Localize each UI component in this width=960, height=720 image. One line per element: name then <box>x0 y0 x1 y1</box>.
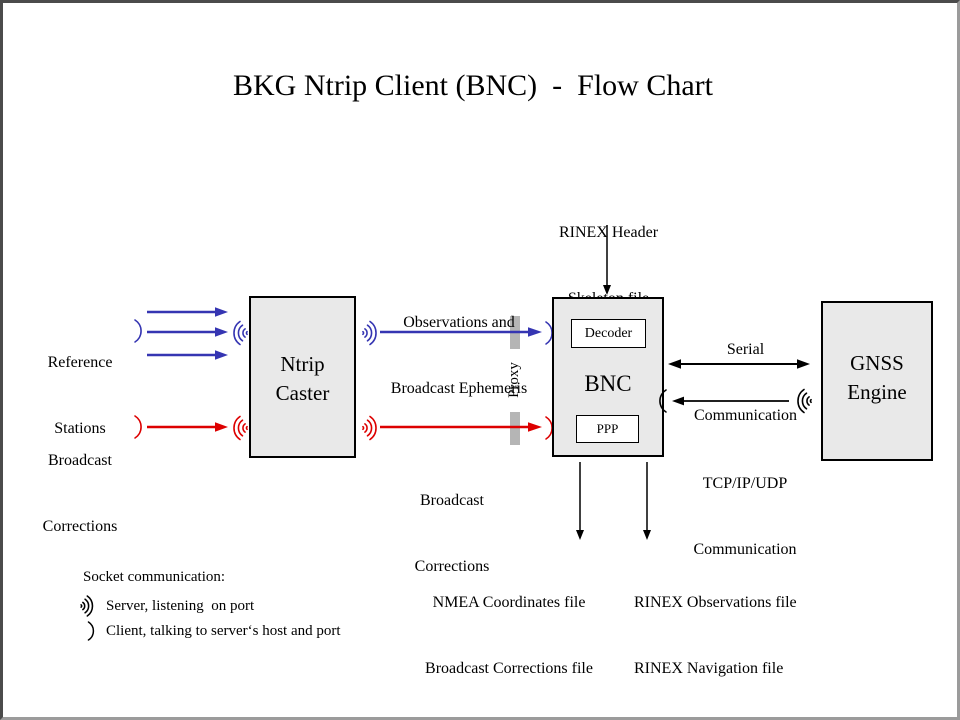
server-listening-icon <box>361 413 383 443</box>
label-tcp-communication: TCP/IP/UDP Communication <box>665 429 825 605</box>
client-talking-icon <box>86 619 95 643</box>
server-listening-icon <box>361 318 383 348</box>
bnc-label: BNC <box>584 371 632 396</box>
label-reference-stations: Reference Stations <box>21 308 139 484</box>
bnc-ppp-box: PPP <box>576 415 639 443</box>
label-rinex-header-line1: RINEX Header <box>558 224 659 241</box>
label-serial-line1: Serial <box>726 341 765 358</box>
label-rinex-output-files: RINEX Observations file RINEX Navigation… <box>634 548 844 717</box>
label-tcp-line2: Communication <box>693 541 797 558</box>
bnc-ppp-label: PPP <box>596 421 619 436</box>
reference-stream-arrow-1 <box>147 305 229 319</box>
label-nmea-output-files: NMEA Coordinates file Broadcast Correcti… <box>397 548 621 717</box>
bnc-decoder-box: Decoder <box>571 319 646 348</box>
client-talking-icon <box>132 413 143 441</box>
server-listening-icon <box>227 413 249 443</box>
rinex-header-arrow <box>601 225 613 295</box>
proxy-bar-corrections <box>510 412 520 445</box>
label-broadcast-corrections-mid-line1: Broadcast <box>420 492 484 509</box>
ntrip-caster-label-line2: Caster <box>275 381 330 405</box>
node-gnss-engine: GNSS Engine <box>821 301 933 461</box>
server-listening-icon <box>227 318 249 348</box>
page-title: BKG Ntrip Client (BNC) - Flow Chart <box>233 69 713 102</box>
legend-title: Socket communication: <box>83 569 226 585</box>
corrections-long-arrow <box>380 420 543 434</box>
label-reference-stations-line2: Stations <box>54 420 106 437</box>
corrections-stream-arrow <box>147 420 229 434</box>
label-broadcast-corrections-left-line1: Broadcast <box>48 452 112 469</box>
node-bnc: Decoder BNC PPP <box>552 297 664 457</box>
observations-arrow <box>380 325 543 339</box>
label-observations-ephemeris: Observations and Broadcast Ephemeris <box>371 268 547 444</box>
client-talking-icon <box>543 319 554 347</box>
label-reference-stations-line1: Reference <box>47 354 113 371</box>
client-talking-icon <box>543 414 554 442</box>
label-rinex-out-line1: RINEX Observations file <box>634 594 797 611</box>
legend-client-text: Client, talking to server‘s host and por… <box>106 623 341 639</box>
ntrip-caster-label-line1: Ntrip <box>280 352 325 376</box>
server-listening-icon <box>791 386 813 416</box>
tcp-communication-arrow <box>670 394 790 408</box>
label-nmea-line2: Broadcast Corrections file <box>425 660 593 677</box>
node-ntrip-caster: Ntrip Caster <box>249 296 356 458</box>
nmea-output-arrow <box>574 462 586 540</box>
label-serial-line2: Communication <box>693 407 798 424</box>
label-broadcast-corrections-mid: Broadcast Corrections <box>371 446 533 622</box>
label-serial-communication: Serial Communication <box>673 295 818 471</box>
label-nmea-line1: NMEA Coordinates file <box>432 594 586 611</box>
label-observations-line2: Broadcast Ephemeris <box>390 380 528 397</box>
client-talking-icon <box>132 317 143 345</box>
client-talking-icon <box>658 387 669 415</box>
label-rinex-out-line2: RINEX Navigation file <box>634 660 784 677</box>
serial-communication-arrow <box>667 357 811 371</box>
label-tcp-line1: TCP/IP/UDP <box>702 475 788 492</box>
rinex-output-arrow <box>641 462 653 540</box>
label-broadcast-corrections-left-line2: Corrections <box>42 518 118 535</box>
reference-stream-arrow-2 <box>147 325 229 339</box>
label-broadcast-corrections-left: Broadcast Corrections <box>15 406 145 582</box>
label-broadcast-corrections-mid-line2: Corrections <box>414 558 490 575</box>
gnss-engine-label-line2: Engine <box>847 380 907 404</box>
server-listening-icon <box>79 593 99 619</box>
bnc-decoder-label: Decoder <box>584 325 633 341</box>
reference-stream-arrow-3 <box>147 348 229 362</box>
legend-server-text: Server, listening on port <box>106 598 255 614</box>
label-observations-line1: Observations and <box>403 314 515 331</box>
gnss-engine-label-line1: GNSS <box>850 351 904 375</box>
